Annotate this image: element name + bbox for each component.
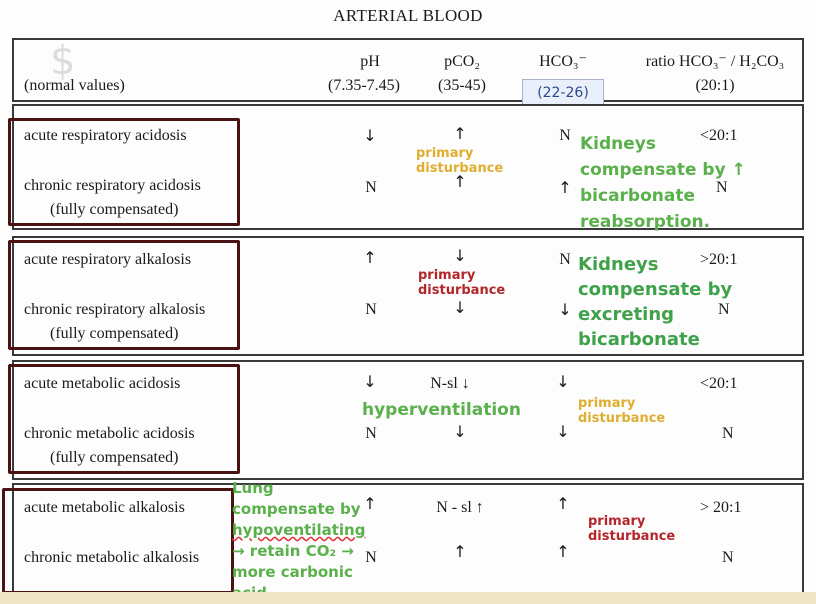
row-label: chronic metabolic acidosis bbox=[24, 425, 195, 442]
row-highlight-box bbox=[2, 488, 234, 594]
hco3-range-annotation: (22-26) bbox=[522, 79, 604, 105]
cell-ratio: N bbox=[722, 425, 734, 442]
row-label: chronic respiratory alkalosis bbox=[24, 301, 206, 318]
cell-ratio: > 20:1 bbox=[700, 499, 742, 516]
pco2-range: (35-45) bbox=[438, 77, 486, 94]
cell-pco2: N - sl ↑ bbox=[436, 499, 484, 516]
cell-ratio: N bbox=[722, 549, 734, 566]
cell-pco2: ↑ bbox=[453, 124, 467, 143]
cell-hco3: ↑ bbox=[556, 542, 570, 561]
row-label: chronic metabolic alkalosis bbox=[24, 549, 200, 566]
cell-pco2: ↓ bbox=[453, 246, 467, 265]
cell-ratio: N bbox=[718, 301, 730, 318]
cell-pco2: ↓ bbox=[453, 422, 467, 441]
cell-hco3: N bbox=[559, 251, 571, 268]
cell-hco3: ↑ bbox=[558, 178, 572, 197]
header-box bbox=[12, 38, 804, 102]
cell-ph: N bbox=[365, 425, 377, 442]
dollar-watermark-icon: $ bbox=[50, 38, 76, 84]
row-highlight-box bbox=[8, 118, 240, 226]
ph-range: (7.35-7.45) bbox=[328, 77, 400, 94]
ph-header: pH bbox=[360, 53, 380, 70]
ratio-header: ratio HCO₃⁻ / H₂CO₃ bbox=[645, 53, 785, 70]
cell-hco3: ↑ bbox=[556, 494, 570, 513]
kidney-compensation-note: Kidneys compensate by excreting bicarbon… bbox=[578, 254, 733, 350]
row-label: acute respiratory acidosis bbox=[24, 127, 187, 144]
cell-pco2: ↓ bbox=[453, 298, 467, 317]
cell-hco3: ↓ bbox=[558, 300, 572, 319]
cell-ph: ↑ bbox=[363, 248, 377, 267]
cell-hco3: ↓ bbox=[556, 422, 570, 441]
row-label: chronic respiratory acidosis bbox=[24, 177, 201, 194]
cell-ratio: >20:1 bbox=[700, 251, 738, 268]
cell-ratio: <20:1 bbox=[700, 375, 738, 392]
cell-pco2: ↑ bbox=[453, 172, 467, 191]
cell-ratio: N bbox=[716, 179, 728, 196]
cell-pco2: N-sl ↓ bbox=[430, 375, 470, 392]
row-label: acute metabolic alkalosis bbox=[24, 499, 185, 516]
row-sublabel: (fully compensated) bbox=[50, 201, 179, 218]
cell-ph: N bbox=[365, 301, 377, 318]
cell-ph: ↓ bbox=[363, 126, 377, 145]
pco2-header: pCO₂ bbox=[444, 53, 480, 70]
bottom-strip bbox=[0, 592, 816, 604]
kidney-compensation-note: Kidneys compensate by ↑ bicarbonate reab… bbox=[580, 134, 746, 232]
row-label: acute metabolic acidosis bbox=[24, 375, 181, 392]
row-sublabel: (fully compensated) bbox=[50, 325, 179, 342]
lung-compensation-note: Lung compensate by hypoventilating → ret… bbox=[232, 479, 366, 602]
cell-ph: ↓ bbox=[363, 372, 377, 391]
row-sublabel: (fully compensated) bbox=[50, 449, 179, 466]
row-highlight-box bbox=[8, 364, 240, 474]
normal-values-label: (normal values) bbox=[24, 77, 125, 94]
ratio-value: (20:1) bbox=[695, 77, 735, 94]
cell-pco2: ↑ bbox=[453, 542, 467, 561]
cell-ph: N bbox=[365, 549, 377, 566]
respiratory-alkalosis-section bbox=[12, 236, 804, 356]
cell-ratio: <20:1 bbox=[700, 127, 738, 144]
respiratory-acidosis-section bbox=[12, 104, 804, 230]
cell-hco3: N bbox=[559, 127, 571, 144]
cell-ph: N bbox=[365, 179, 377, 196]
hco3-header: HCO₃⁻ bbox=[539, 53, 587, 70]
row-label: acute respiratory alkalosis bbox=[24, 251, 192, 268]
page-title: ARTERIAL BLOOD bbox=[333, 6, 483, 25]
cell-hco3: ↓ bbox=[556, 372, 570, 391]
row-highlight-box bbox=[8, 240, 240, 350]
metabolic-acidosis-section bbox=[12, 360, 804, 480]
hyperventilation-note: hyperventilation bbox=[362, 400, 521, 420]
cell-ph: ↑ bbox=[363, 494, 377, 513]
